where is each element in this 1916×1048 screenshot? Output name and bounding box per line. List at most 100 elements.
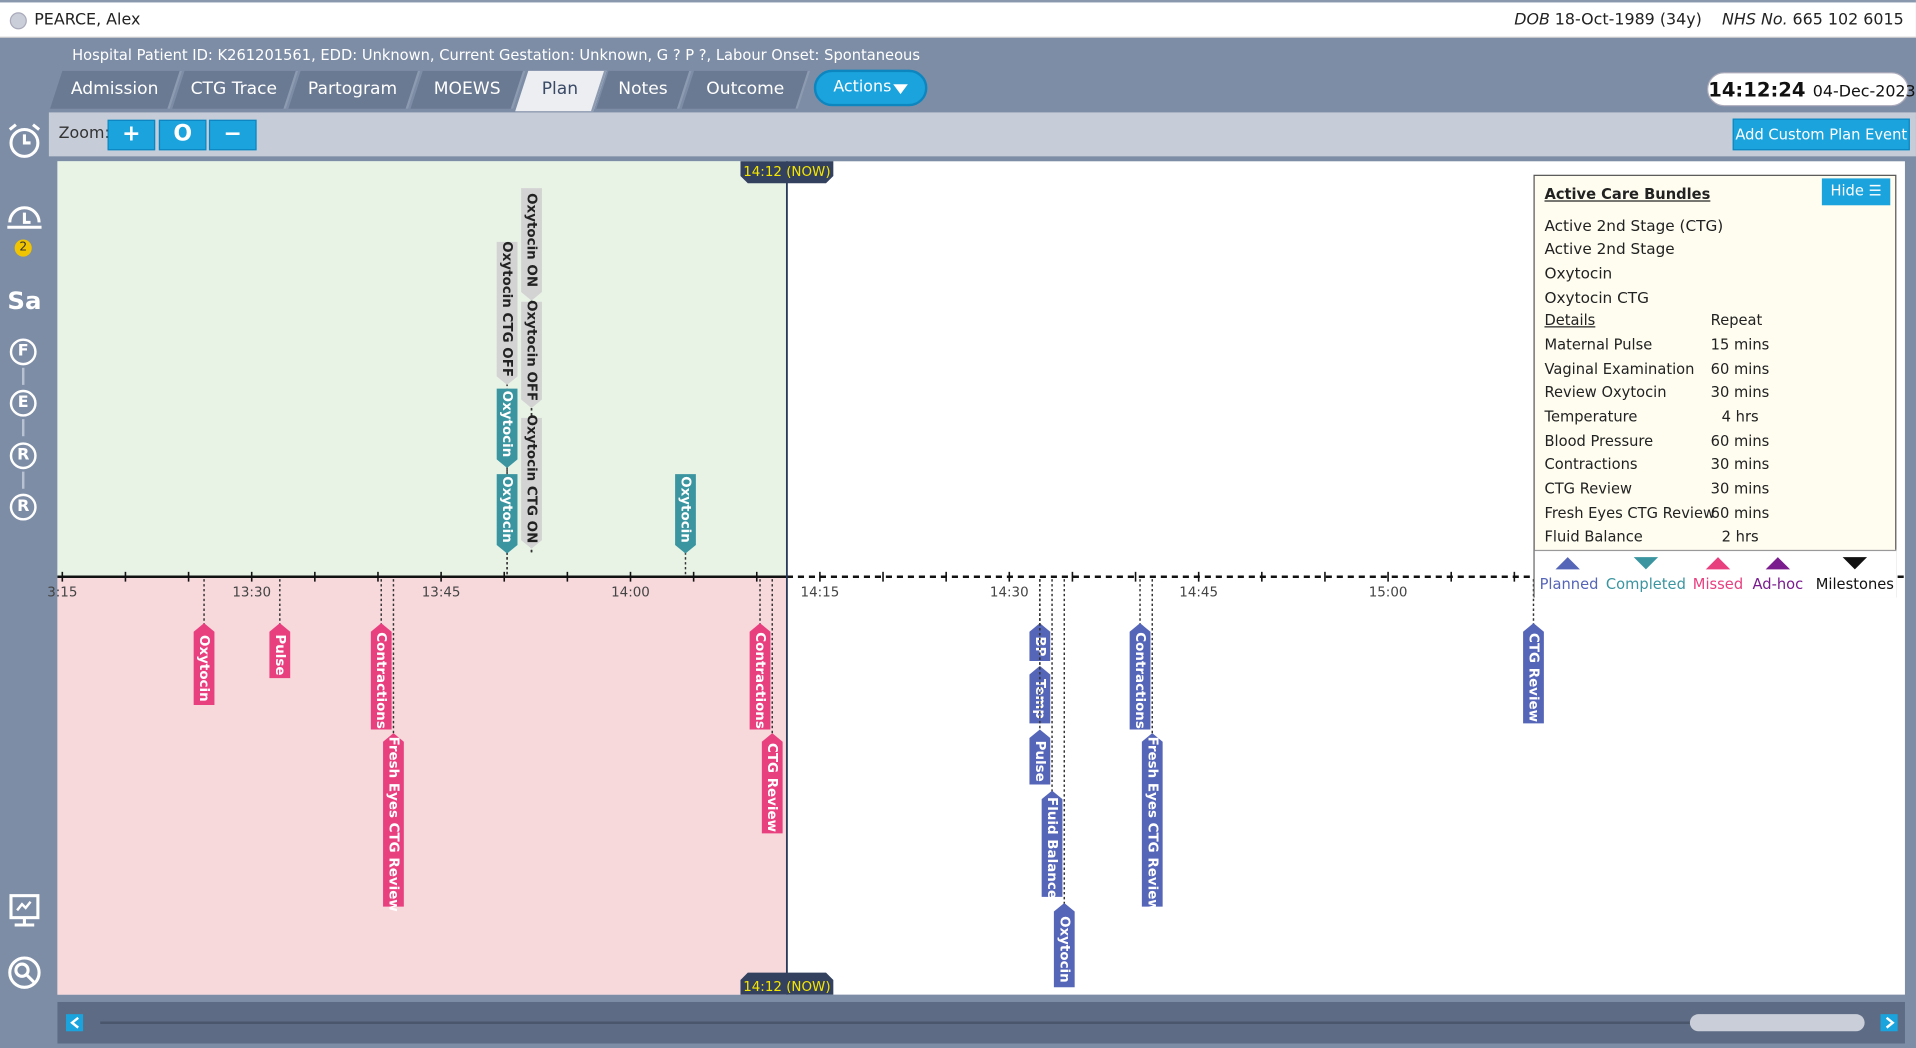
legend-milestones: Milestones: [1815, 575, 1894, 593]
dob-label: DOB: [1514, 10, 1550, 30]
milestone-oxytocin-off: Oxytocin OFF: [521, 300, 542, 553]
zoom-out-button[interactable]: −: [208, 119, 257, 151]
chevron-left-icon: [70, 1016, 79, 1029]
event-label: CTG Review: [1525, 633, 1540, 722]
axis-tick-label: 15:00: [1369, 585, 1408, 600]
event-flag: [193, 623, 215, 706]
tab-outcome[interactable]: Outcome: [681, 70, 811, 109]
missed-triangle-icon: [1705, 557, 1731, 570]
event-flag: [749, 623, 771, 730]
detail-name: Contractions: [1544, 455, 1638, 473]
event-label: Oxytocin: [196, 635, 211, 702]
event-label: Pulse: [272, 634, 287, 675]
chevron-down-icon: [893, 84, 908, 95]
nhs-value: 665 102 6015: [1792, 10, 1904, 30]
detail-name: Vaginal Examination: [1544, 360, 1695, 378]
missed-contractions-2: Contractions: [749, 579, 771, 730]
event-flag: [1029, 729, 1051, 785]
chevron-right-icon: [1885, 1016, 1895, 1029]
clock-date: 04-Dec-2023: [1812, 83, 1916, 102]
sidebar-item-e[interactable]: E: [9, 389, 37, 417]
tab-label: MOEWS: [433, 79, 501, 99]
legend-completed: Completed: [1605, 575, 1686, 593]
event-label: Oxytocin CTG OFF: [499, 241, 514, 377]
sidebar-item-r2[interactable]: R: [9, 493, 37, 521]
actions-button[interactable]: Actions: [813, 69, 928, 107]
planned-pulse: Pulse: [1029, 579, 1051, 785]
tab-ctg-trace[interactable]: CTG Trace: [172, 70, 299, 109]
event-flag: [1523, 623, 1544, 724]
sidebar-connector: [21, 367, 25, 385]
milestone-oxytocin-ctg-on: Oxytocin CTG ON: [521, 415, 542, 553]
zoom-reset-button[interactable]: O: [158, 119, 207, 151]
scroll-right-button[interactable]: [1880, 1014, 1898, 1032]
sidebar-item-sa[interactable]: Sa: [7, 285, 42, 316]
event-flag: [1141, 733, 1163, 907]
completed-oxytocin-2: Oxytocin: [496, 474, 518, 575]
timer-reminder-icon[interactable]: [5, 200, 44, 239]
detail-repeat: 30 mins: [1710, 480, 1770, 498]
sidebar-item-f[interactable]: F: [9, 338, 37, 366]
past-missed-area: [57, 576, 787, 995]
event-label: Oxytocin: [499, 391, 514, 458]
bundle-item: Active 2nd Stage (CTG): [1544, 216, 1724, 235]
event-flag: [1029, 623, 1051, 662]
planned-fluid-balance: Fluid Balance: [1041, 579, 1063, 899]
tab-notes[interactable]: Notes: [596, 70, 692, 109]
axis-tick-label: 14:45: [1179, 585, 1218, 600]
scroll-left-button[interactable]: [65, 1014, 84, 1032]
search-icon[interactable]: [5, 953, 44, 992]
care-bundles-title: Active Care Bundles: [1544, 185, 1711, 203]
now-label: 14:12 (NOW): [743, 165, 830, 180]
event-flag: [269, 623, 291, 679]
now-label: 14:12 (NOW): [743, 980, 830, 995]
patient-name: PEARCE, Alex: [34, 10, 141, 30]
tab-moews[interactable]: MOEWS: [410, 70, 526, 109]
completed-oxytocin-3: Oxytocin: [675, 474, 696, 575]
detail-name: Fresh Eyes CTG Review: [1544, 504, 1715, 522]
axis-tick-label: 3:15: [47, 585, 77, 600]
sidebar-item-r1[interactable]: R: [9, 442, 37, 470]
tab-partogram[interactable]: Partogram: [288, 70, 421, 109]
alarm-clock-icon[interactable]: [5, 122, 44, 161]
missed-fresh-eyes-ctg-review: Fresh Eyes CTG Review: [383, 579, 404, 912]
event-label: Oxytocin: [1056, 916, 1071, 983]
tab-label: CTG Trace: [190, 79, 278, 99]
zoom-label: Zoom:: [58, 124, 110, 143]
hide-button[interactable]: Hide ☰: [1821, 178, 1891, 206]
detail-name: Temperature: [1544, 408, 1638, 426]
tab-admission[interactable]: Admission: [50, 70, 183, 109]
actions-label: Actions: [833, 78, 892, 97]
now-badge: [740, 972, 834, 995]
now-badge: [740, 161, 834, 184]
scroll-thumb[interactable]: [1689, 1014, 1865, 1032]
detail-name: Review Oxytocin: [1544, 383, 1667, 401]
active-care-bundles-panel: Active Care Bundles Hide ☰ Active 2nd St…: [1533, 174, 1897, 598]
event-flag: [1029, 665, 1051, 724]
bundle-item: Oxytocin: [1544, 263, 1613, 283]
reminder-count-badge: 2: [14, 239, 32, 257]
zoom-in-button[interactable]: +: [107, 119, 156, 151]
axis-tick-label: 13:30: [232, 585, 271, 600]
event-flag: [496, 474, 518, 554]
add-custom-plan-event-button[interactable]: Add Custom Plan Event: [1732, 118, 1910, 151]
event-flag: [521, 188, 542, 301]
tab-plan[interactable]: Plan: [515, 70, 607, 112]
event-label: Contractions: [752, 632, 767, 729]
presentation-board-icon[interactable]: [5, 891, 44, 930]
legend-missed: Missed: [1692, 575, 1744, 593]
timeline-scrollbar[interactable]: [57, 1001, 1905, 1044]
missed-pulse: Pulse: [269, 579, 291, 679]
event-label: Fresh Eyes CTG Review: [385, 737, 400, 912]
tab-label: Notes: [618, 79, 668, 99]
missed-oxytocin: Oxytocin: [193, 579, 215, 706]
patient-info: Hospital Patient ID: K261201561, EDD: Un…: [72, 46, 920, 64]
